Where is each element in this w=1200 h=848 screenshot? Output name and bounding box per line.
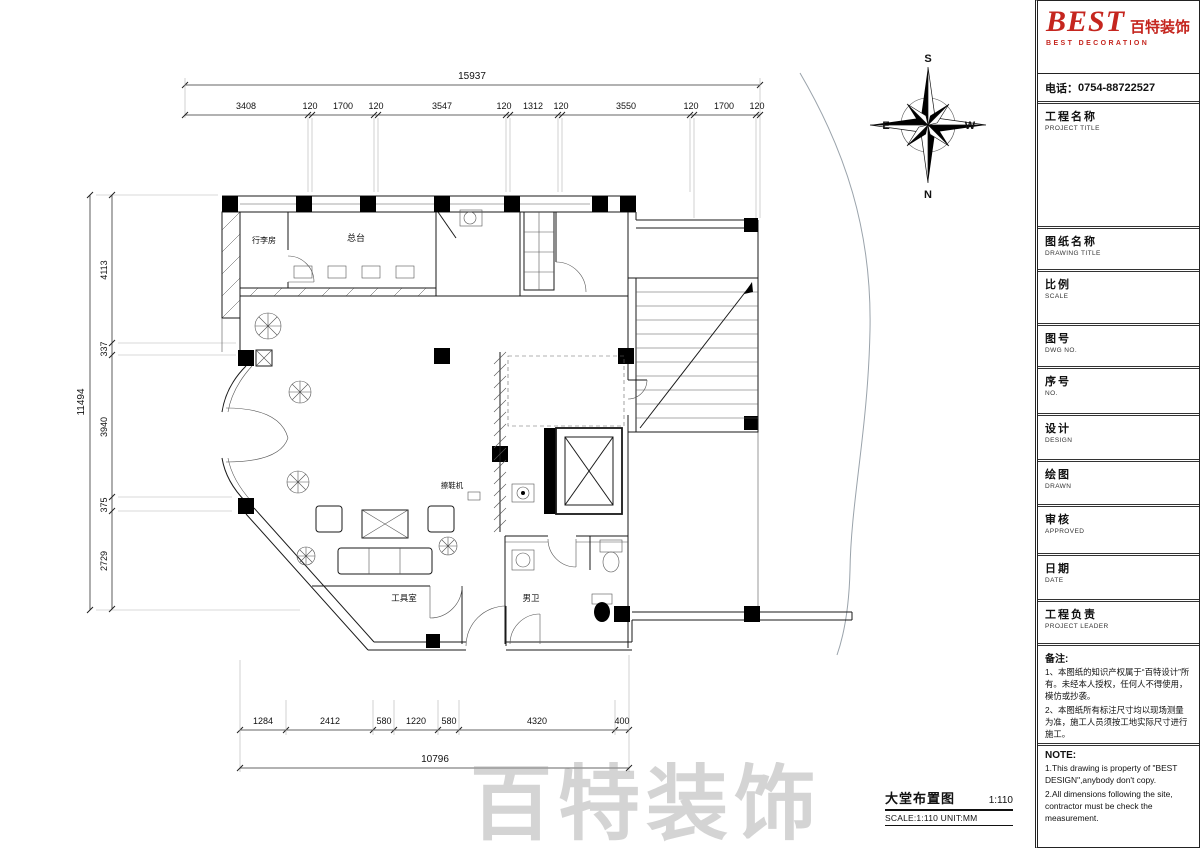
site-boundary-line <box>799 72 871 656</box>
svg-text:120: 120 <box>496 101 511 111</box>
field-project-title: 工程名称 PROJECT TITLE <box>1038 101 1199 226</box>
logo-english-name: BEST DECORATION <box>1046 40 1150 47</box>
plan-title-text: 大堂布置图 <box>885 791 956 806</box>
restroom <box>467 483 628 645</box>
svg-text:120: 120 <box>683 101 698 111</box>
elevator-shaft <box>544 427 623 515</box>
phone-row: 电话： 0754-88722527 <box>1038 73 1199 101</box>
svg-text:120: 120 <box>553 101 568 111</box>
label-shoe-machine: 擦鞋机 <box>441 480 464 490</box>
dim-bottom-total: 10796 <box>421 754 449 765</box>
svg-text:3408: 3408 <box>236 101 256 111</box>
label-mens-toilet: 男卫 <box>522 593 540 603</box>
svg-text:580: 580 <box>376 716 391 726</box>
svg-text:375: 375 <box>99 497 109 512</box>
svg-text:120: 120 <box>302 101 317 111</box>
plan-title-block: 大堂布置图 1:110 SCALE:1:110 UNIT:MM <box>885 788 1013 826</box>
field-approved: 审核 APPROVED <box>1038 504 1199 553</box>
svg-text:120: 120 <box>749 101 764 111</box>
compass-west-label: W <box>965 120 976 132</box>
staircase <box>627 277 759 433</box>
dimensions-bottom: 1284 2412 580 1220 580 4320 400 10796 <box>236 655 633 772</box>
dimensions-top: 15937 3408 120 1700 120 3547 120 1312 12… <box>181 71 765 218</box>
notes-english: NOTE: 1.This drawing is property of "BES… <box>1038 743 1199 847</box>
svg-text:120: 120 <box>368 101 383 111</box>
svg-text:2412: 2412 <box>320 716 340 726</box>
svg-text:1220: 1220 <box>406 716 426 726</box>
phone-number: 0754-88722527 <box>1078 81 1156 94</box>
svg-text:3547: 3547 <box>432 101 452 111</box>
field-design: 设计 DESIGN <box>1038 413 1199 459</box>
compass-north-label: N <box>924 189 932 201</box>
svg-text:580: 580 <box>441 716 456 726</box>
svg-text:3940: 3940 <box>99 417 109 437</box>
plan-scale-ratio: 1:110 <box>988 795 1013 806</box>
field-project-leader: 工程负责 PROJECT LEADER <box>1038 599 1199 643</box>
lounge-furniture <box>315 505 455 575</box>
svg-text:4113: 4113 <box>99 260 109 279</box>
field-drawing-title: 图纸名称 DRAWING TITLE <box>1038 226 1199 269</box>
svg-text:3550: 3550 <box>616 101 636 111</box>
plants <box>254 312 458 566</box>
compass-rose: S N E W <box>869 53 987 201</box>
field-drawn: 绘图 DRAWN <box>1038 459 1199 504</box>
floor-plan-area: 15937 3408 120 1700 120 3547 120 1312 12… <box>76 53 1013 826</box>
svg-text:1700: 1700 <box>714 101 734 111</box>
title-block: BEST 百特装饰 BEST DECORATION 电话： 0754-88722… <box>1035 0 1200 848</box>
field-date: 日期 DATE <box>1038 553 1199 599</box>
svg-text:4320: 4320 <box>527 716 547 726</box>
floor-plan-svg: 15937 3408 120 1700 120 3547 120 1312 12… <box>76 53 987 772</box>
svg-text:2729: 2729 <box>99 551 109 571</box>
field-dwg-no: 图号 DWG NO. <box>1038 323 1199 366</box>
label-tool-room: 工具室 <box>391 593 417 603</box>
svg-text:1700: 1700 <box>333 101 353 111</box>
compass-south-label: S <box>924 53 931 65</box>
svg-text:1312: 1312 <box>523 101 543 111</box>
svg-text:1284: 1284 <box>253 716 273 726</box>
notes-chinese: 备注: 1、本图纸的知识产权属于“百特设计”所有。未经本人授权，任何人不得使用，… <box>1038 643 1199 743</box>
reception-area <box>240 209 628 297</box>
dimensions-left: 11494 4113 337 3940 375 2729 <box>76 191 300 614</box>
logo-best-wordmark: BEST <box>1046 5 1126 38</box>
compass-east-label: E <box>882 120 889 132</box>
company-logo: BEST 百特装饰 BEST DECORATION <box>1038 1 1199 73</box>
dim-left-total: 11494 <box>76 388 87 416</box>
label-luggage-room: 行李房 <box>252 235 276 245</box>
structural-columns <box>222 196 760 648</box>
field-scale: 比例 SCALE <box>1038 269 1199 323</box>
plan-scale-note: SCALE:1:110 UNIT:MM <box>885 811 1013 826</box>
logo-chinese-name: 百特装饰 <box>1130 19 1191 36</box>
screen-partition <box>493 351 625 533</box>
tool-room <box>312 585 463 644</box>
svg-text:337: 337 <box>99 341 109 356</box>
svg-text:400: 400 <box>614 716 629 726</box>
label-reception: 总台 <box>347 232 365 243</box>
field-serial-no: 序号 NO. <box>1038 366 1199 413</box>
dim-top-total: 15937 <box>458 71 486 82</box>
phone-label: 电话： <box>1045 82 1078 95</box>
